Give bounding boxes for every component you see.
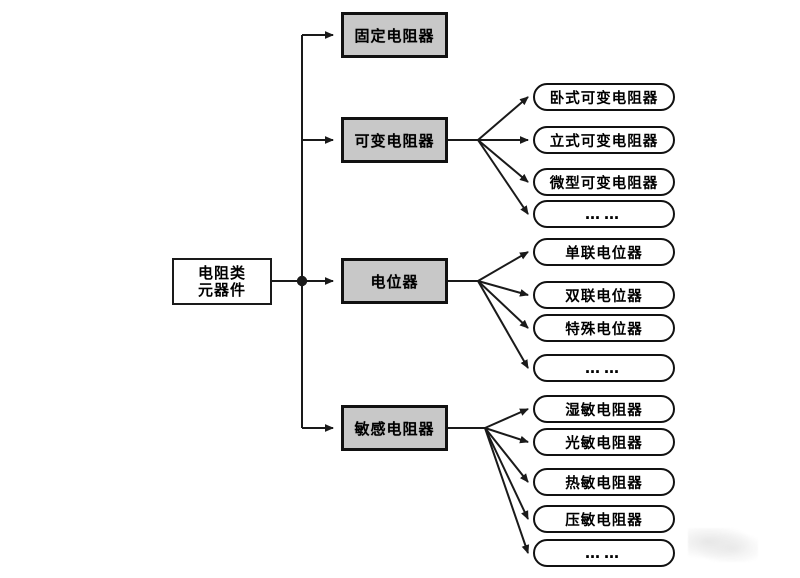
leaf-node[interactable]: 立式可变电阻器 (533, 126, 675, 154)
leaf-node-label: 压敏电阻器 (565, 512, 643, 529)
leaf-node-label: 光敏电阻器 (565, 435, 643, 452)
category-node-fixed-resistor[interactable]: 固定电阻器 (341, 12, 448, 58)
leaf-node-label: 卧式可变电阻器 (549, 90, 659, 107)
category-node-label: 电位器 (370, 272, 419, 291)
leaf-node[interactable]: 湿敏电阻器 (533, 395, 675, 423)
leaf-node-label: 立式可变电阻器 (549, 133, 659, 150)
leaf-node-label: …… (585, 359, 623, 377)
leaf-node-label: 单联电位器 (565, 245, 643, 262)
leaf-node-label: 热敏电阻器 (565, 475, 643, 492)
leaf-node-label: …… (585, 205, 623, 223)
category-node-potentiometer[interactable]: 电位器 (341, 258, 448, 304)
leaf-node-label: 湿敏电阻器 (565, 402, 643, 419)
category-node-sensitive-resistor[interactable]: 敏感电阻器 (341, 405, 448, 451)
leaf-node[interactable]: 微型可变电阻器 (533, 168, 675, 196)
leaf-node[interactable]: 双联电位器 (533, 281, 675, 309)
leaf-node-ellipsis[interactable]: …… (533, 200, 675, 228)
leaf-node[interactable]: 卧式可变电阻器 (533, 83, 675, 111)
root-node-label-line1: 电阻类 (197, 263, 246, 282)
leaf-node-ellipsis[interactable]: …… (533, 354, 675, 382)
category-node-label: 固定电阻器 (354, 26, 435, 45)
root-node-label-line2: 元器件 (197, 280, 246, 299)
leaf-node-label: 微型可变电阻器 (549, 175, 659, 192)
category-node-label: 敏感电阻器 (354, 419, 435, 438)
leaf-node-label: …… (585, 544, 623, 562)
category-node-variable-resistor[interactable]: 可变电阻器 (341, 117, 448, 163)
leaf-node[interactable]: 热敏电阻器 (533, 468, 675, 496)
leaf-node-label: 双联电位器 (565, 288, 643, 305)
leaf-node[interactable]: 特殊电位器 (533, 314, 675, 342)
leaf-node[interactable]: 光敏电阻器 (533, 428, 675, 456)
leaf-node[interactable]: 单联电位器 (533, 238, 675, 266)
root-node-resistor-components[interactable]: 电阻类 元器件 (172, 258, 272, 305)
leaf-node[interactable]: 压敏电阻器 (533, 505, 675, 533)
leaf-node-label: 特殊电位器 (565, 321, 643, 338)
category-node-label: 可变电阻器 (354, 131, 435, 150)
leaf-node-ellipsis[interactable]: …… (533, 539, 675, 567)
